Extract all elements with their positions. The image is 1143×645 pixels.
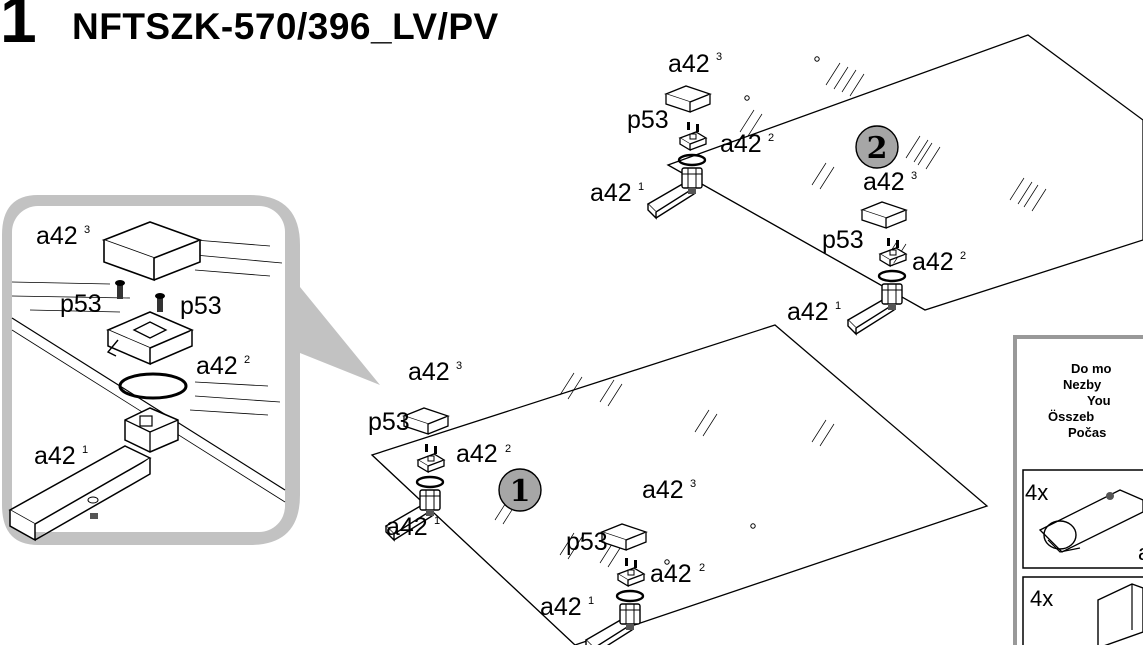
svg-text:p53: p53 xyxy=(180,292,222,320)
page-title: NFTSZK-570/396_LV/PV xyxy=(72,6,499,47)
svg-text:a42: a42 xyxy=(540,593,582,621)
svg-text:1: 1 xyxy=(434,515,440,527)
svg-text:p53: p53 xyxy=(822,226,864,254)
svg-text:2: 2 xyxy=(505,443,511,455)
svg-text:a42: a42 xyxy=(386,513,428,541)
svg-text:p53: p53 xyxy=(627,106,669,134)
svg-text:2: 2 xyxy=(867,131,888,166)
svg-text:1: 1 xyxy=(588,595,594,607)
svg-text:a42: a42 xyxy=(650,560,692,588)
note-line: Počas xyxy=(1068,425,1106,440)
svg-text:a42: a42 xyxy=(590,179,632,207)
svg-text:1: 1 xyxy=(510,474,531,509)
svg-text:p53: p53 xyxy=(566,528,608,556)
quantity-label: 4x xyxy=(1030,586,1053,611)
quantity-label: 4x xyxy=(1025,480,1048,505)
svg-text:a42: a42 xyxy=(642,476,684,504)
svg-text:a42: a42 xyxy=(408,358,450,386)
screw-icon xyxy=(115,280,125,299)
svg-text:a42: a42 xyxy=(196,352,238,380)
svg-text:a42: a42 xyxy=(787,298,829,326)
svg-text:a42: a42 xyxy=(720,130,762,158)
svg-text:3: 3 xyxy=(456,360,462,372)
svg-text:a42: a42 xyxy=(668,50,710,78)
svg-text:p53: p53 xyxy=(368,408,410,436)
hinge-icon xyxy=(1038,489,1143,553)
svg-text:1: 1 xyxy=(835,300,841,312)
hinge-cover-icon xyxy=(101,221,203,282)
note-line: You xyxy=(1087,393,1111,408)
glass-panel-2: 2 a42 3 p53 a42 2 a42 1 a42 3 p53 a42 2 … xyxy=(590,34,1143,336)
svg-text:3: 3 xyxy=(911,170,917,182)
note-line: Összeb xyxy=(1048,409,1094,424)
svg-text:a42: a42 xyxy=(34,442,76,470)
detail-callout: a42 3 p53 p53 a42 2 a42 1 xyxy=(2,195,380,545)
note-item-caption: a xyxy=(1138,540,1143,565)
hinge-cover-icon xyxy=(665,85,711,113)
panel-badge-2: 2 xyxy=(855,125,899,169)
svg-text:2: 2 xyxy=(699,562,705,574)
note-box: Do mo Nezby You Összeb Počas 4x a 4x xyxy=(1013,335,1143,645)
note-line: Do mo xyxy=(1071,361,1112,376)
svg-text:2: 2 xyxy=(768,132,774,144)
svg-text:3: 3 xyxy=(84,224,90,236)
svg-text:a42: a42 xyxy=(912,248,954,276)
glass-panel-1: 1 a42 3 p53 a42 2 a42 1 a42 3 p53 a42 2 … xyxy=(368,324,989,645)
svg-text:2: 2 xyxy=(244,354,250,366)
svg-text:1: 1 xyxy=(82,444,88,456)
svg-text:2: 2 xyxy=(960,250,966,262)
svg-text:a42: a42 xyxy=(456,440,498,468)
svg-text:a42: a42 xyxy=(36,222,78,250)
ring-icon xyxy=(118,372,188,400)
svg-text:3: 3 xyxy=(690,478,696,490)
svg-text:p53: p53 xyxy=(60,290,102,318)
svg-text:3: 3 xyxy=(716,51,722,63)
note-line: Nezby xyxy=(1063,377,1102,392)
cover-block-icon xyxy=(1097,583,1143,645)
svg-text:a42: a42 xyxy=(863,168,905,196)
glass-hinge-icon xyxy=(8,407,179,542)
hinge-clamp-icon xyxy=(106,311,194,366)
svg-text:1: 1 xyxy=(638,181,644,193)
hinge-cover-icon xyxy=(403,407,449,435)
panel-badge-1: 1 xyxy=(498,468,542,512)
step-number: 1 xyxy=(0,0,37,56)
screw-icon xyxy=(155,293,165,312)
